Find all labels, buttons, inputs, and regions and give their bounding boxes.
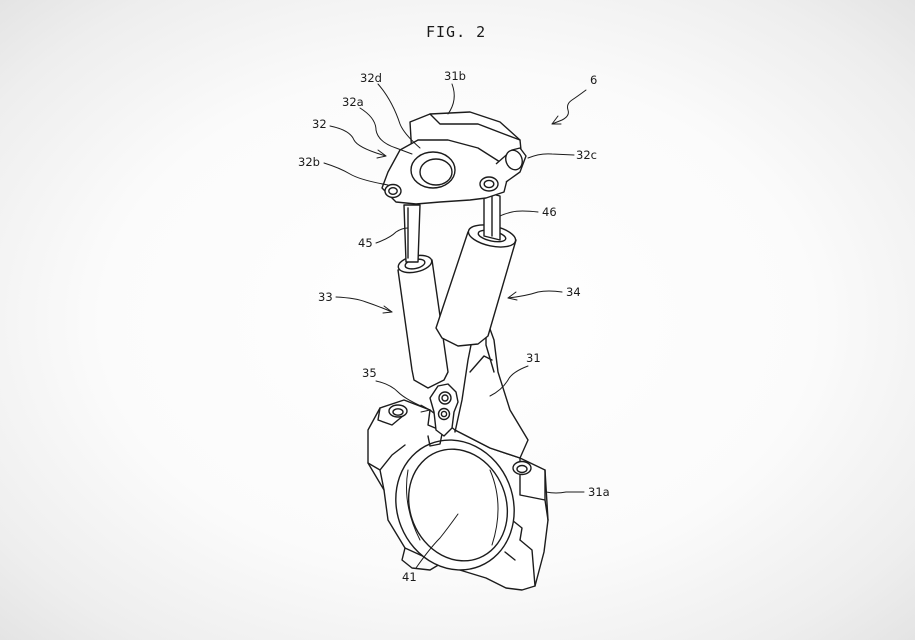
label-33: 33 (318, 290, 333, 304)
figure-title: FIG. 2 (426, 23, 486, 41)
label-41: 41 (402, 570, 417, 584)
label-31: 31 (526, 351, 541, 365)
label-31b: 31b (444, 69, 466, 83)
valve-35 (429, 383, 459, 437)
label-31a: 31a (588, 485, 610, 499)
eccentric-member-32 (381, 111, 527, 205)
piston-rod-45 (403, 204, 421, 263)
label-46: 46 (542, 205, 557, 219)
label-6: 6 (590, 73, 597, 87)
reference-labels: 6 31b 32d 32a 32 32b 32c 46 45 33 34 31 … (298, 69, 610, 584)
label-45: 45 (358, 236, 373, 250)
leader-lines (323, 83, 587, 569)
bearing-bore (395, 433, 515, 571)
label-32d: 32d (360, 71, 382, 85)
cylinder-34 (435, 224, 517, 347)
label-34: 34 (566, 285, 581, 299)
label-32a: 32a (342, 95, 364, 109)
rod-shank (454, 317, 529, 459)
label-32: 32 (312, 117, 327, 131)
piston-rod-46 (483, 191, 501, 241)
label-32b: 32b (298, 155, 320, 169)
label-32c: 32c (576, 148, 597, 162)
label-35: 35 (362, 366, 377, 380)
